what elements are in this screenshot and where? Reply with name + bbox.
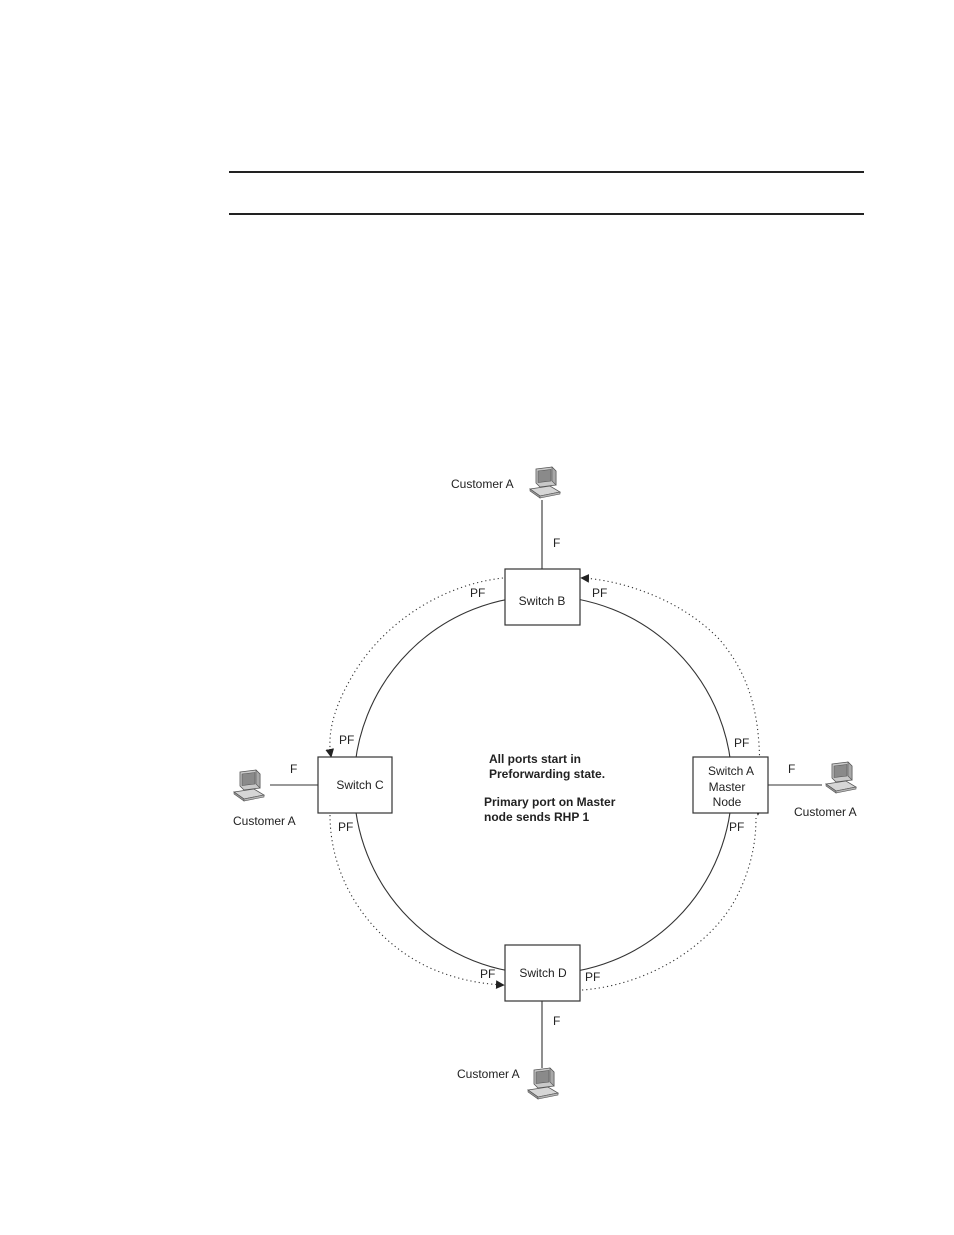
port-label-pf-c-bottom: PF	[338, 820, 353, 834]
switch-d-node: Switch D	[505, 945, 580, 1001]
port-label-pf-c-top: PF	[339, 733, 354, 747]
computer-icon	[234, 770, 264, 801]
port-label-pf-a-top: PF	[734, 736, 749, 750]
customer-left-label: Customer A	[233, 814, 296, 828]
switch-a-master-node: Switch A Master Node	[693, 757, 768, 813]
switch-c-label: Switch C	[336, 778, 384, 792]
rhp-path-c-to-d	[330, 815, 503, 985]
switch-c-node: Switch C	[318, 757, 392, 813]
switch-b-node: Switch B	[505, 569, 580, 625]
customer-right-label: Customer A	[794, 805, 857, 819]
customer-top-label: Customer A	[451, 477, 514, 491]
rhp-path-d-to-a	[582, 818, 756, 990]
switch-d-label: Switch D	[519, 966, 567, 980]
port-label-f-left: F	[290, 762, 297, 776]
customer-left: Customer A	[233, 770, 296, 828]
port-label-f-top: F	[553, 536, 560, 550]
note-line-2: Preforwarding state.	[489, 767, 605, 781]
computer-icon	[528, 1068, 558, 1099]
customer-bottom-label: Customer A	[457, 1067, 520, 1081]
port-label-f-right: F	[788, 762, 795, 776]
computer-icon	[826, 762, 856, 793]
note-line-3: Primary port on Master	[484, 795, 616, 809]
switch-b-label: Switch B	[519, 594, 566, 608]
note-line-4: node sends RHP 1	[484, 810, 589, 824]
ring-link	[354, 596, 732, 974]
switch-a-label-line2: Master	[709, 780, 746, 794]
customer-right: Customer A	[794, 762, 857, 819]
port-label-pf-d-right: PF	[585, 970, 600, 984]
switch-a-label-line3: Node	[713, 795, 742, 809]
port-label-pf-b-left: PF	[470, 586, 485, 600]
customer-top: Customer A	[451, 467, 560, 498]
switch-a-label-line1: Switch A	[708, 764, 754, 778]
port-label-pf-b-right: PF	[592, 586, 607, 600]
port-label-f-bottom: F	[553, 1014, 560, 1028]
port-label-pf-d-left: PF	[480, 967, 495, 981]
rhp-path-b-to-c	[330, 578, 503, 756]
customer-bottom: Customer A	[457, 1067, 558, 1099]
note-line-1: All ports start in	[489, 752, 581, 766]
computer-icon	[530, 467, 560, 498]
port-label-pf-a-bottom: PF	[729, 820, 744, 834]
